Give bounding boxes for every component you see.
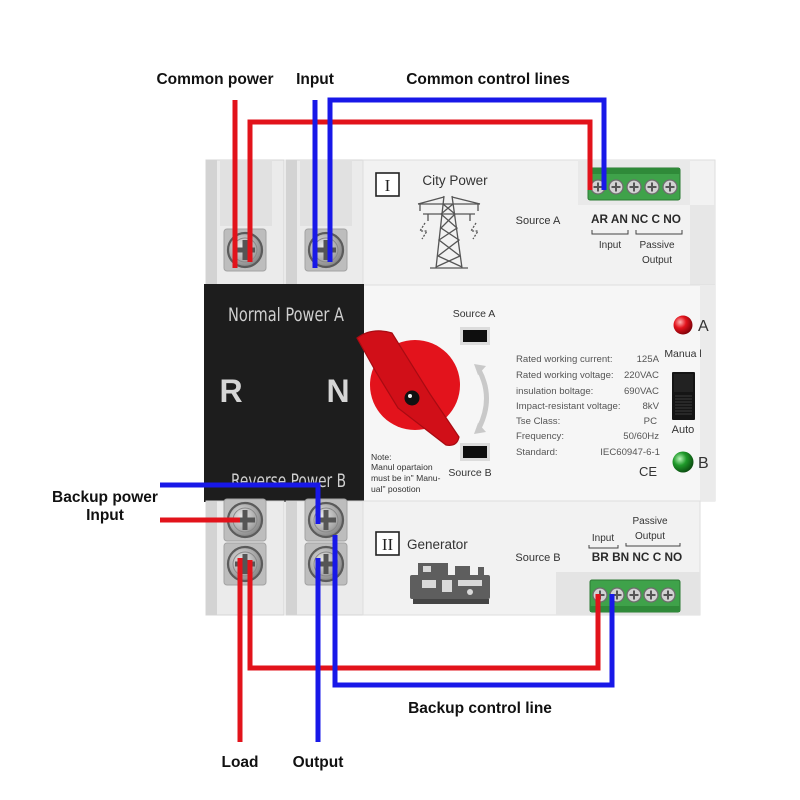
backup-input-label: Input [86,507,124,524]
backup-input-blue-wire [160,482,321,524]
source-b-output-label: Output [635,531,665,542]
backup-control-blue-wire [332,535,615,688]
selector-knob [356,330,460,446]
source-a-output-bracket [635,230,683,235]
source-a-led [673,315,693,335]
rotation-arrow-icon [474,364,489,434]
spec-label: Rated working current: [516,354,613,365]
terminal-screw-top-r [222,227,268,273]
source-b-indicator-window [460,443,490,461]
spec-label: Standard: [516,447,558,458]
backup-power-label: Backup power [52,489,158,506]
terminal-screw-backup-n [303,497,349,543]
auto-label: Auto [672,424,695,436]
source-b-numeral: II [382,535,394,554]
note-line: must be in" Manu- [371,473,441,483]
reverse-power-b-label: Reverse Power B [231,470,346,492]
normal-power-a-label: Normal Power A [228,304,344,326]
ce-mark: CE [639,464,657,479]
note-line: Note: [371,452,392,462]
source-b-numeral-box [375,531,400,556]
source-a-output-label: Output [642,255,672,266]
spec-label: Tse Class: [516,416,560,427]
terminal-screw-load [222,541,268,587]
spec-label: Rated working voltage: [516,370,614,381]
spec-value: 125A [637,354,660,365]
output-label: Output [293,754,344,771]
source-b-led [672,451,694,473]
spec-value: 690VAC [624,386,659,397]
source-b-terminal-labels: BR BN NC C NO [592,550,682,564]
source-a-terminal-labels: AR AN NC C NO [591,212,681,226]
terminal-screw-top-n [303,227,349,273]
indicator-a-label: Source A [453,308,496,320]
source-a-indicator-window [460,327,490,345]
led-a-label: A [698,318,709,335]
source-a-label: Source A [516,215,561,227]
led-b-label: B [698,455,709,472]
source-a-numeral: I [385,176,391,195]
source-a-input-bracket [591,230,629,235]
spec-value: 8kV [642,401,659,412]
source-b-passive-label: Passive [632,516,667,527]
source-a-numeral-box [375,172,400,197]
front-panel [204,284,364,502]
terminal-screw-output [303,541,349,587]
input-top-label: Input [296,71,334,88]
spec-label: Frequency: [516,431,564,442]
source-a-passive-label: Passive [639,240,674,251]
backup-control-red-wire [247,560,601,671]
indicator-b-label: Source B [448,467,491,479]
common-power-label: Common power [156,71,273,88]
source-b-label: Source B [515,552,560,564]
spec-value: PC [644,416,657,427]
source-b-name: Generator [407,537,468,552]
transmission-tower-icon [417,195,481,269]
spec-table: Rated working current: 125A Rated workin… [516,354,660,458]
source-b-input-label: Input [592,533,614,544]
spec-value: 50/60Hz [623,431,659,442]
manual-label: Manua l [664,348,701,360]
source-b-input-bracket [588,545,619,549]
manual-auto-switch [672,372,695,420]
pole-r-label: R [219,373,242,409]
note-line: Manul opartaion [371,462,433,472]
source-a-input-label: Input [599,240,621,251]
source-a-name: City Power [422,173,488,188]
common-control-blue-wire [327,97,607,262]
backup-control-line-label: Backup control line [408,700,552,717]
generator-icon [410,563,490,604]
pole-n-label: N [326,373,349,409]
load-label: Load [221,754,258,771]
note-line: ual" posotion [371,484,421,494]
spec-value: 220VAC [624,370,659,381]
spec-value: IEC60947-6-1 [600,447,660,458]
spec-label: insulation boltage: [516,386,593,397]
source-b-output-bracket [625,543,681,547]
common-control-lines-label: Common control lines [406,71,570,88]
common-control-red-wire [247,119,593,262]
wiring [160,97,615,742]
control-terminal-block-b [589,579,681,613]
spec-label: Impact-resistant voltage: [516,401,621,412]
